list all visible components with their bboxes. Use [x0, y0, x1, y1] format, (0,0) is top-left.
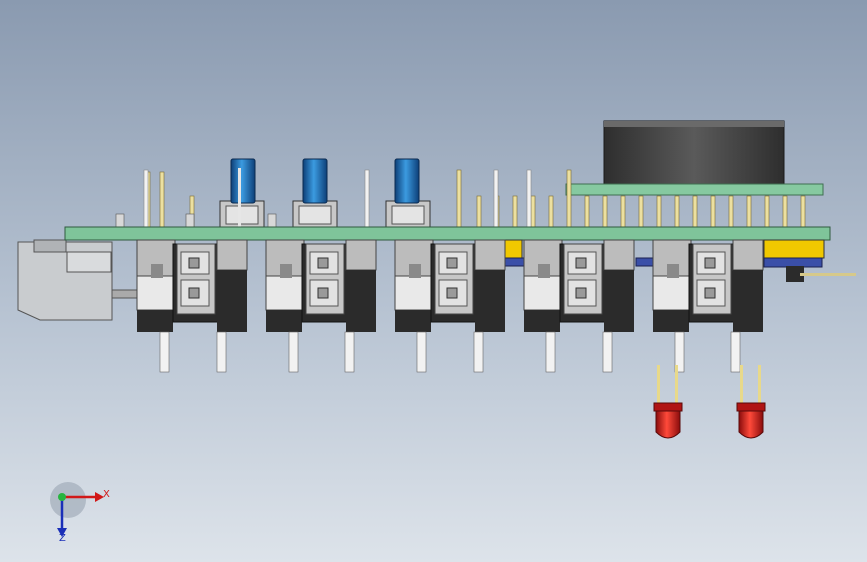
jack-legs [159, 331, 741, 373]
tall-pin [493, 169, 499, 229]
jack-module-4[interactable] [523, 239, 635, 332]
jack-leg [730, 331, 741, 373]
header-pin [638, 195, 644, 229]
tall-pin [364, 169, 370, 229]
jack-module-5[interactable] [652, 239, 764, 332]
jack-leg [602, 331, 613, 373]
header-pin [476, 195, 482, 229]
axis-triad: X Z [50, 482, 110, 544]
header-pin [710, 195, 716, 229]
z-axis-label: Z [59, 533, 66, 544]
header-pin [456, 169, 462, 229]
header-pin [620, 195, 626, 229]
header-pin [159, 171, 165, 229]
header-pin [692, 195, 698, 229]
pin-base [267, 213, 277, 228]
header-pin [530, 195, 536, 229]
tall-pin [143, 169, 149, 229]
led-2[interactable] [736, 365, 766, 439]
header-pin [656, 195, 662, 229]
header-pin [800, 195, 806, 229]
power-connector[interactable] [17, 239, 141, 321]
x-axis-label: X [103, 489, 110, 500]
jack-module-3[interactable] [394, 239, 506, 332]
jack-leg [344, 331, 355, 373]
jack-leg [159, 331, 170, 373]
jack-leg [416, 331, 427, 373]
pin-base [185, 213, 195, 228]
jack-leg [216, 331, 227, 373]
display-module[interactable] [565, 120, 824, 196]
header-pin [602, 195, 608, 229]
y-axis-dot-icon [58, 493, 66, 501]
potentiometer-3[interactable] [385, 158, 431, 229]
jack-leg [288, 331, 299, 373]
pin-base [115, 213, 125, 228]
header-pin [548, 195, 554, 229]
header-pin [566, 169, 572, 229]
header-pin [764, 195, 770, 229]
potentiometer-1[interactable] [219, 158, 265, 229]
led-1[interactable] [653, 365, 683, 439]
header-pin [512, 195, 518, 229]
header-pin [674, 195, 680, 229]
header-pin [746, 195, 752, 229]
potentiometer-2[interactable] [292, 158, 338, 229]
main-pcb[interactable] [64, 226, 831, 241]
header-pin [728, 195, 734, 229]
jack-leg [473, 331, 484, 373]
jack-module-2[interactable] [265, 239, 377, 332]
tall-pin [526, 169, 532, 229]
small-components [503, 239, 856, 282]
jack-module-1[interactable] [136, 239, 248, 332]
jack-leg [674, 331, 685, 373]
header-pins-top [115, 169, 806, 229]
header-pin [584, 195, 590, 229]
jack-leg [545, 331, 556, 373]
jack-modules[interactable] [136, 239, 764, 332]
header-pin [782, 195, 788, 229]
